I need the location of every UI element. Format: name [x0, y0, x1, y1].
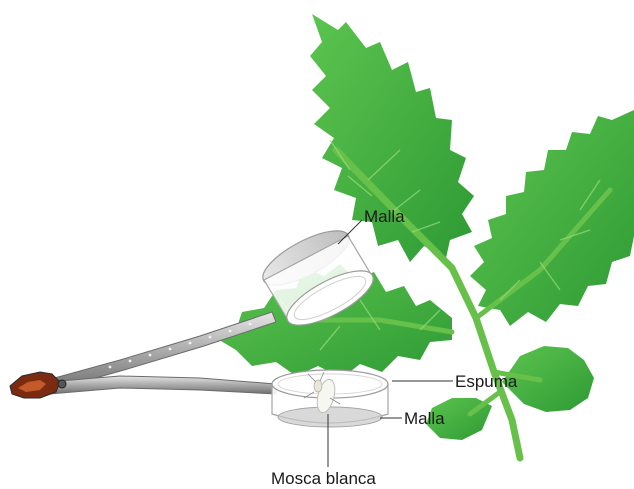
clip [10, 312, 276, 398]
clip-pivot [58, 380, 66, 388]
leaflet-right [470, 110, 634, 326]
label-mosca-blanca: Mosca blanca [271, 470, 376, 487]
label-malla-top: Malla [364, 208, 405, 225]
label-malla-bottom: Malla [404, 410, 445, 427]
label-espuma: Espuma [455, 373, 517, 390]
lower-cage-mesh [278, 407, 382, 427]
lower-cage [272, 370, 388, 427]
clip-lower-arm [48, 376, 276, 394]
